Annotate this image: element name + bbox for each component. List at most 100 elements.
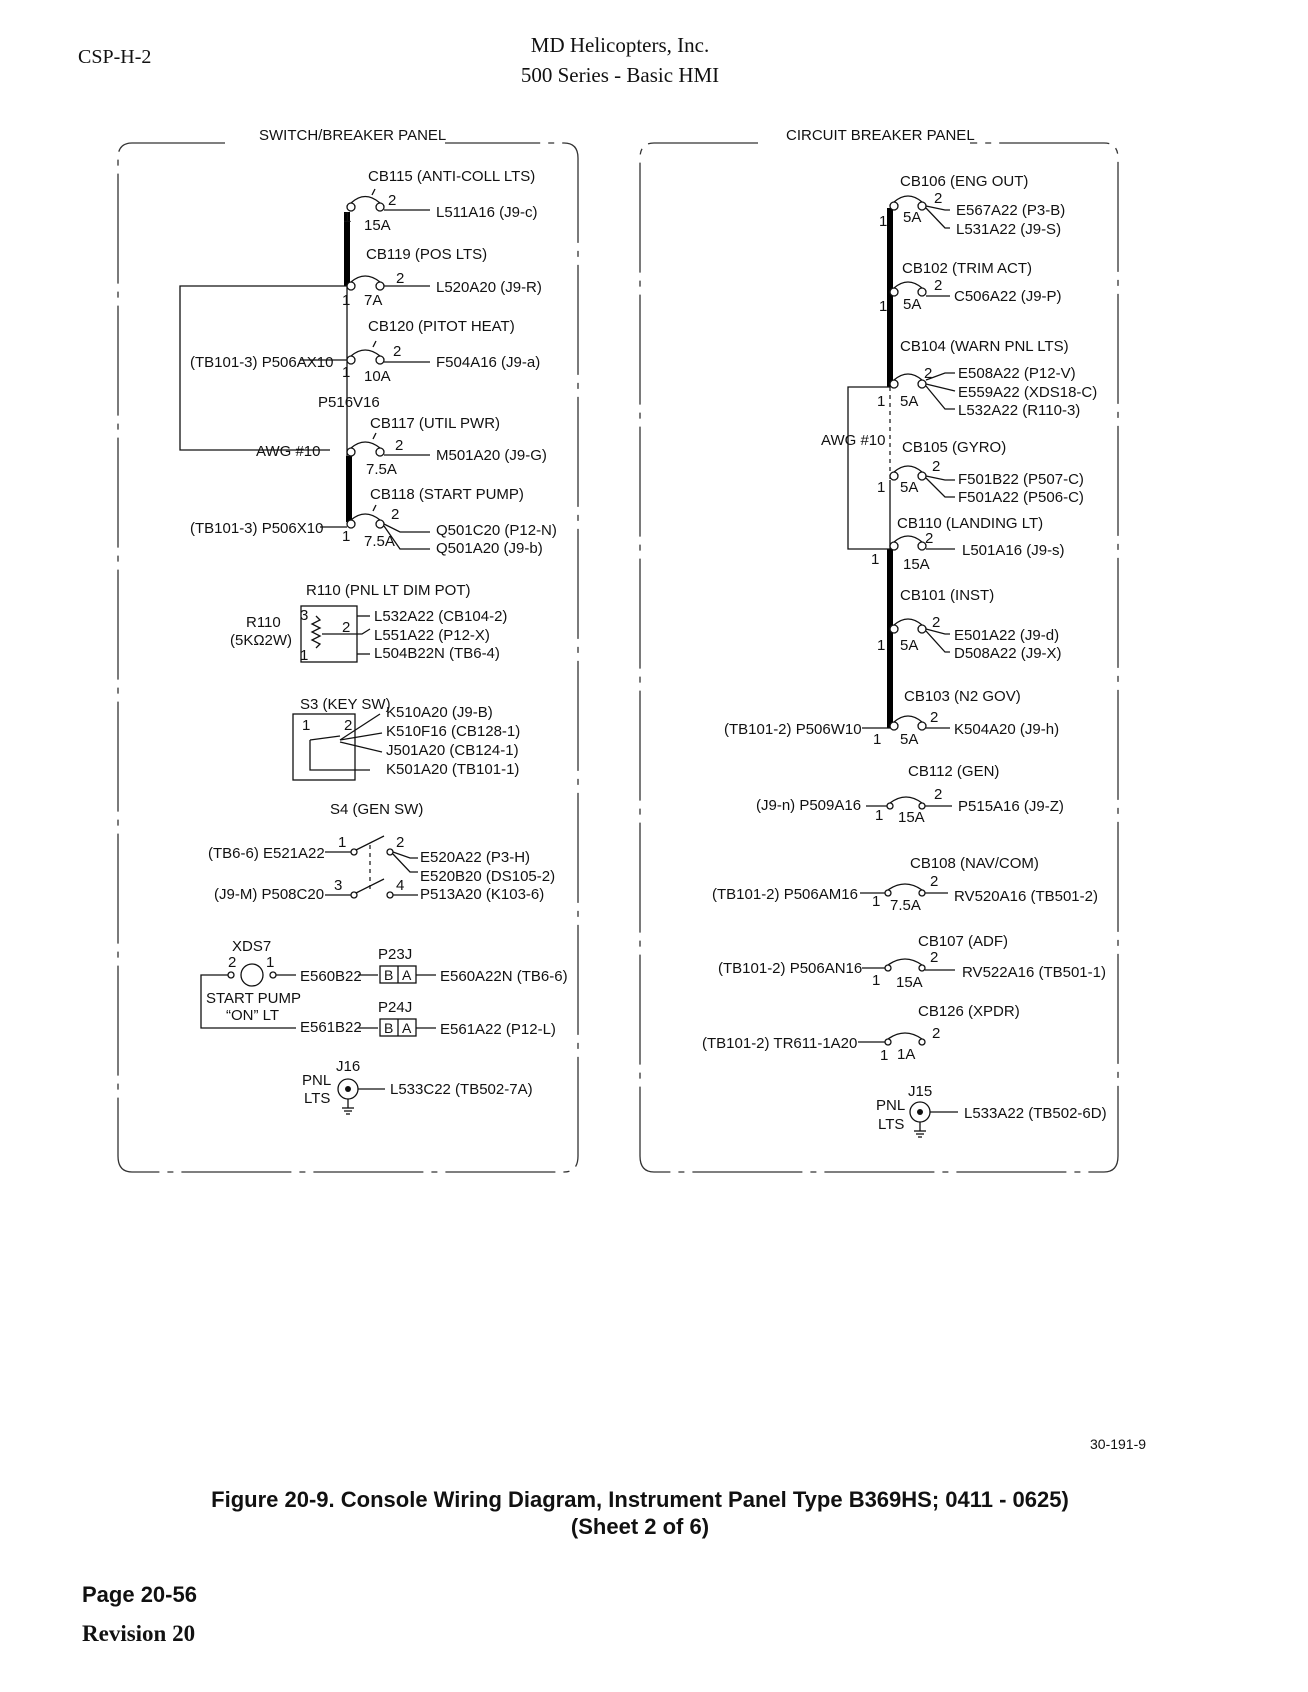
cb106-label: CB106 (ENG OUT)	[900, 173, 1028, 190]
figure-caption: Figure 20-9. Console Wiring Diagram, Ins…	[100, 1486, 1180, 1540]
r110-wire-3: L504B22N (TB6-4)	[374, 645, 500, 662]
left-panel-border	[117, 142, 579, 1173]
s4-title: S4 (GEN SW)	[330, 801, 423, 818]
s4-output-1: E520A22 (P3-H)	[420, 849, 530, 866]
svg-text:2: 2	[395, 437, 403, 454]
xds7-title: XDS7	[232, 938, 271, 955]
p24j-title: P24J	[378, 999, 412, 1016]
svg-text:4: 4	[396, 877, 404, 894]
cb119-rating: 7A	[364, 292, 382, 309]
cb105-label: CB105 (GYRO)	[902, 439, 1006, 456]
cb106-output-1: E567A22 (P3-B)	[956, 202, 1065, 219]
company-name: MD Helicopters, Inc.	[530, 33, 710, 57]
cb110-rating: 15A	[903, 556, 930, 573]
cb107-label: CB107 (ADF)	[918, 933, 1008, 950]
drawing-number: 30-191-9	[1090, 1436, 1146, 1452]
cb108-input: (TB101-2) P506AM16	[712, 886, 858, 903]
svg-text:2: 2	[925, 530, 933, 547]
svg-text:1: 1	[880, 1047, 888, 1064]
cb119-output: L520A20 (J9-R)	[436, 279, 542, 296]
svg-text:2: 2	[388, 192, 396, 209]
svg-text:2: 2	[930, 709, 938, 726]
svg-text:1: 1	[302, 717, 310, 734]
svg-text:2: 2	[342, 619, 350, 636]
document-id: CSP-H-2	[78, 46, 152, 68]
r110-resistor	[310, 615, 322, 649]
j15-label-1: PNL	[876, 1097, 905, 1114]
svg-text:2: 2	[934, 277, 942, 294]
cb119-label: CB119 (POS LTS)	[366, 246, 487, 263]
right-panel-title: CIRCUIT BREAKER PANEL	[786, 127, 975, 144]
cb118-output-1: Q501C20 (P12-N)	[436, 522, 557, 539]
j15-label-2: LTS	[878, 1116, 904, 1133]
s3-box	[292, 713, 356, 781]
cb104-rating: 5A	[900, 393, 918, 410]
svg-text:2: 2	[932, 614, 940, 631]
s4-input-2: (J9-M) P508C20	[214, 886, 324, 903]
svg-text:2: 2	[930, 873, 938, 890]
s3-wire-2: K510F16 (CB128-1)	[386, 723, 520, 740]
cb112-output: P515A16 (J9-Z)	[958, 798, 1064, 815]
cb120-input: (TB101-3) P506AX10	[190, 354, 333, 371]
cb101-output-1: E501A22 (J9-d)	[954, 627, 1059, 644]
svg-text:1: 1	[300, 647, 308, 664]
svg-text:1: 1	[877, 637, 885, 654]
p23j-title: P23J	[378, 946, 412, 963]
cb108-rating: 7.5A	[890, 897, 921, 914]
cb103-label: CB103 (N2 GOV)	[904, 688, 1021, 705]
cb107-rating: 15A	[896, 974, 923, 991]
svg-text:1: 1	[342, 364, 350, 381]
cb101-label: CB101 (INST)	[900, 587, 994, 604]
j16-output: L533C22 (TB502-7A)	[390, 1081, 533, 1098]
svg-text:1: 1	[343, 209, 351, 226]
r110-wire-2: L551A22 (P12-X)	[374, 627, 490, 644]
cb102-rating: 5A	[903, 296, 921, 313]
cb105-rating: 5A	[900, 479, 918, 496]
revision-label: Revision 20	[82, 1621, 196, 1646]
svg-text:3: 3	[334, 877, 342, 894]
cb106-rating: 5A	[903, 209, 921, 226]
cb110-output: L501A16 (J9-s)	[962, 542, 1065, 559]
r110-value: (5KΩ2W)	[230, 632, 292, 649]
cb106-output-2: L531A22 (J9-S)	[956, 221, 1061, 238]
p23j-output: E560A22N (TB6-6)	[440, 968, 568, 985]
cb110-label: CB110 (LANDING LT)	[897, 515, 1043, 532]
cb120-label: CB120 (PITOT HEAT)	[368, 318, 515, 335]
svg-text:2: 2	[396, 834, 404, 851]
s3-wire-4: K501A20 (TB101-1)	[386, 761, 519, 778]
svg-text:B: B	[384, 1020, 393, 1036]
s4-output-2: E520B20 (DS105-2)	[420, 868, 555, 885]
svg-text:1: 1	[879, 213, 887, 230]
cb115-output: L511A16 (J9-c)	[436, 204, 537, 221]
cb104-output-2: E559A22 (XDS18-C)	[958, 384, 1097, 401]
right-panel-border	[639, 142, 1119, 1173]
left-panel-title: SWITCH/BREAKER PANEL	[259, 127, 446, 144]
cb104-label: CB104 (WARN PNL LTS)	[900, 338, 1069, 355]
svg-text:1: 1	[873, 731, 881, 748]
cb117-label: CB117 (UTIL PWR)	[370, 415, 500, 432]
svg-text:2: 2	[930, 949, 938, 966]
cb101-rating: 5A	[900, 637, 918, 654]
series-name: 500 Series - Basic HMI	[520, 63, 720, 87]
svg-text:A: A	[402, 1020, 412, 1036]
cb104-output-3: L532A22 (R110-3)	[958, 402, 1080, 419]
svg-text:1: 1	[266, 954, 274, 971]
r110-title: R110 (PNL LT DIM POT)	[306, 582, 470, 599]
svg-text:2: 2	[391, 506, 399, 523]
cb101-output-2: D508A22 (J9-X)	[954, 645, 1062, 662]
svg-text:1: 1	[877, 479, 885, 496]
svg-text:2: 2	[932, 1025, 940, 1042]
s3-wire-1: K510A20 (J9-B)	[386, 704, 493, 721]
svg-text:2: 2	[393, 343, 401, 360]
svg-text:2: 2	[924, 365, 932, 382]
svg-text:1: 1	[342, 292, 350, 309]
cb118-label: CB118 (START PUMP)	[370, 486, 524, 503]
xds7-label-2: “ON” LT	[226, 1007, 279, 1024]
cb103-rating: 5A	[900, 731, 918, 748]
r110-label: R110	[246, 614, 281, 631]
cb126-input: (TB101-2) TR611-1A20	[702, 1035, 857, 1052]
cb112-input: (J9-n) P509A16	[756, 797, 861, 814]
svg-text:2: 2	[228, 954, 236, 971]
j15-title: J15	[908, 1083, 932, 1100]
j16-label-2: LTS	[304, 1090, 330, 1107]
